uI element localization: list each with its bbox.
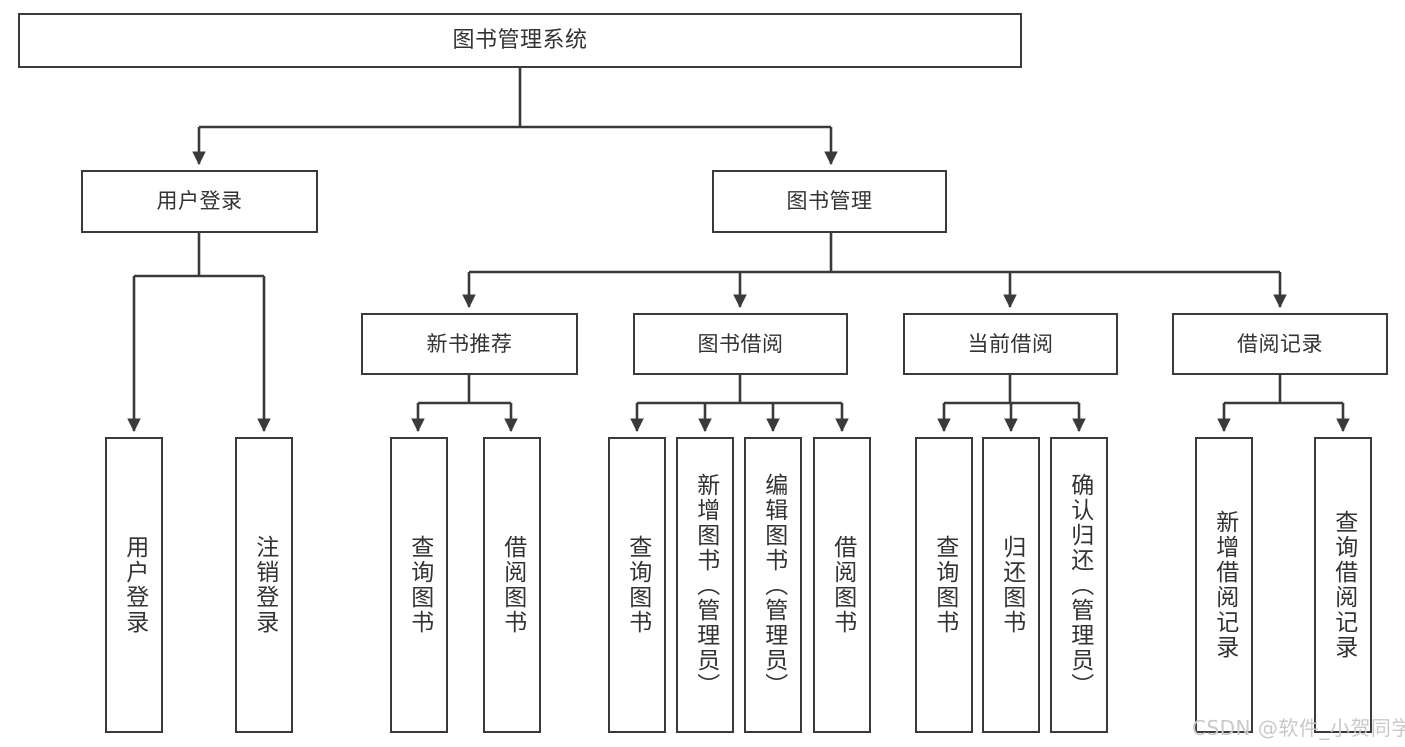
node-label: 图书管理 <box>786 189 873 214</box>
node-label: 借阅图书 <box>499 535 526 635</box>
node-label: 查询图书 <box>406 535 433 635</box>
node-label: 编辑图书（管理员） <box>760 472 787 698</box>
node-label: 新增图书（管理员） <box>692 472 719 698</box>
leaf-record-add-record[interactable]: 新增借阅记录 <box>1195 437 1253 733</box>
node-label: 图书借阅 <box>697 331 784 356</box>
leaf-user-login-login[interactable]: 用户登录 <box>105 437 163 733</box>
node-label: 新书推荐 <box>426 331 513 356</box>
node-root-system[interactable]: 图书管理系统 <box>18 13 1022 68</box>
node-user-login[interactable]: 用户登录 <box>81 170 318 233</box>
node-label: 查询图书 <box>931 535 958 635</box>
node-label: 新增借阅记录 <box>1211 510 1238 660</box>
leaf-borrow-query-book[interactable]: 查询图书 <box>608 437 666 733</box>
node-book-management[interactable]: 图书管理 <box>712 170 947 233</box>
node-book-borrow[interactable]: 图书借阅 <box>633 313 848 375</box>
node-label: 归还图书 <box>998 535 1025 635</box>
node-label: 用户登录 <box>156 189 243 214</box>
node-new-book-recommend[interactable]: 新书推荐 <box>361 313 578 375</box>
leaf-borrow-borrow-book[interactable]: 借阅图书 <box>813 437 871 733</box>
node-label: 当前借阅 <box>967 331 1054 356</box>
leaf-new-book-query[interactable]: 查询图书 <box>390 437 448 733</box>
leaf-borrow-add-book-admin[interactable]: 新增图书（管理员） <box>676 437 734 733</box>
node-label: 用户登录 <box>121 535 148 635</box>
leaf-current-query-book[interactable]: 查询图书 <box>915 437 973 733</box>
node-label: 确认归还（管理员） <box>1066 472 1093 698</box>
node-label: 查询图书 <box>624 535 651 635</box>
csdn-watermark: CSDN @软件_小贺同学 <box>1192 716 1405 740</box>
leaf-record-query-record[interactable]: 查询借阅记录 <box>1314 437 1372 733</box>
node-label: 图书管理系统 <box>452 27 588 53</box>
leaf-current-return-book[interactable]: 归还图书 <box>982 437 1040 733</box>
node-borrow-record[interactable]: 借阅记录 <box>1172 313 1388 375</box>
leaf-borrow-edit-book-admin[interactable]: 编辑图书（管理员） <box>744 437 802 733</box>
leaf-current-confirm-return-admin[interactable]: 确认归还（管理员） <box>1050 437 1108 733</box>
node-label: 借阅记录 <box>1237 331 1323 356</box>
node-label: 查询借阅记录 <box>1330 510 1357 660</box>
node-label: 注销登录 <box>251 535 278 635</box>
leaf-new-book-borrow[interactable]: 借阅图书 <box>483 437 541 733</box>
leaf-user-login-logout[interactable]: 注销登录 <box>235 437 293 733</box>
node-label: 借阅图书 <box>829 535 856 635</box>
node-current-borrow[interactable]: 当前借阅 <box>903 313 1118 375</box>
